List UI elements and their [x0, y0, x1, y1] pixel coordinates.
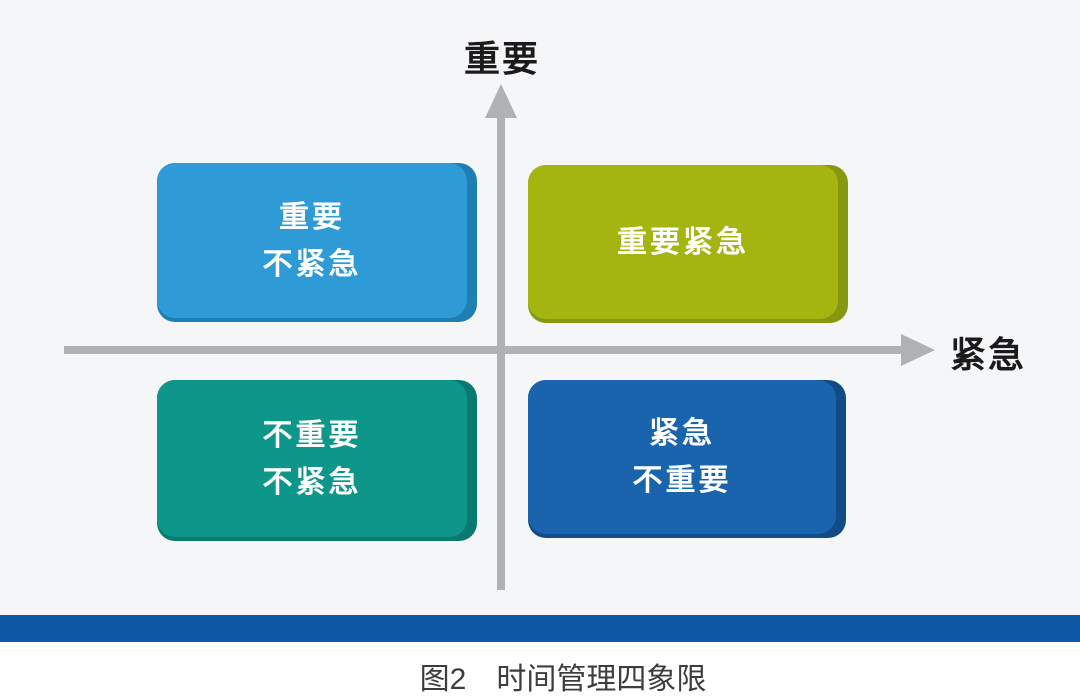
quadrant-not-important-not-urgent: 不重要 不紧急	[157, 380, 477, 541]
quadrant-label-line: 不重要	[632, 464, 732, 497]
quadrant-label-line: 不紧急	[262, 465, 362, 499]
figure-title: 时间管理四象限	[496, 663, 707, 696]
quadrant-label-line: 不重要	[262, 418, 362, 452]
x-axis-label: 紧急	[950, 334, 1027, 375]
y-axis-label: 重要	[463, 38, 541, 79]
quadrant-urgent-not-important: 紧急 不重要	[528, 380, 846, 538]
caption-area: 图2 时间管理四象限	[0, 642, 1080, 699]
up-arrow-icon	[485, 84, 517, 118]
quadrant-label-line: 紧急	[649, 417, 715, 450]
quadrant-surface: 重要紧急	[528, 165, 838, 319]
horizontal-axis-line	[64, 346, 906, 354]
quadrant-label-line: 重要	[279, 200, 345, 234]
quadrant-surface: 不重要 不紧急	[157, 380, 467, 537]
quadrant-label-line: 不紧急	[262, 247, 362, 281]
right-arrow-icon	[901, 334, 935, 366]
quadrant-surface: 紧急 不重要	[528, 380, 836, 534]
quadrant-chart: 重要 紧急 重要 不紧急 重要紧急 不重要 不紧急 紧急 不重要	[64, 38, 1027, 590]
quadrant-important-urgent: 重要紧急	[528, 165, 848, 323]
quadrant-surface: 重要 不紧急	[157, 163, 467, 318]
figure-caption: 图2 时间管理四象限	[0, 642, 1080, 698]
divider-bar	[0, 615, 1080, 642]
quadrant-label-line: 重要紧急	[617, 225, 749, 259]
quadrant-important-not-urgent: 重要 不紧急	[157, 163, 477, 322]
figure-number: 图2	[419, 663, 467, 696]
